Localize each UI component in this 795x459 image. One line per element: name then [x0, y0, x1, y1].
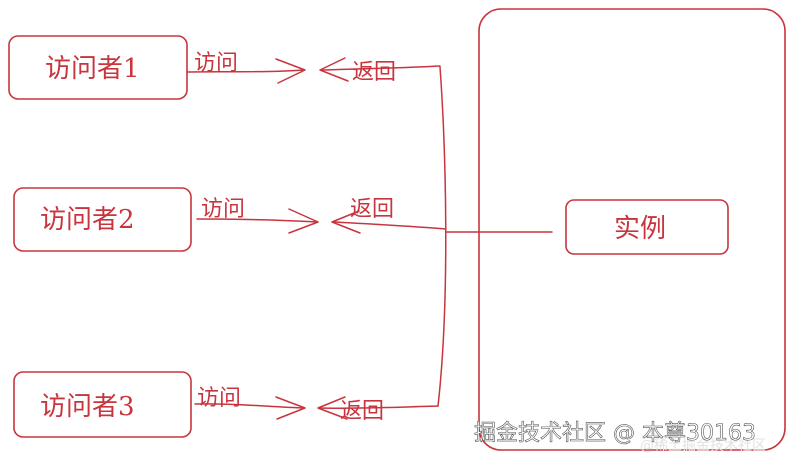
visitor-1-box	[8, 35, 188, 100]
visit-label-2: 访问	[201, 197, 245, 222]
visit-label-3: 访问	[197, 386, 241, 411]
instance-container	[478, 8, 786, 451]
return-arrow-1	[319, 57, 441, 82]
visitor-2-box	[13, 187, 192, 252]
return-label-1: 返回	[352, 60, 396, 85]
visit-arrow-1	[186, 58, 306, 84]
return-label-3: 返回	[340, 399, 384, 424]
visitor-2-label: 访问者2	[40, 205, 135, 235]
visitor-1-label: 访问者1	[45, 54, 140, 84]
visit-arrow-3	[194, 396, 306, 420]
return-label-2: 返回	[350, 197, 394, 222]
visit-label-1: 访问	[194, 51, 238, 76]
visitor-3-label: 访问者3	[40, 392, 135, 422]
watermark-main: 掘金技术社区 @ 本尊30163	[474, 421, 756, 446]
return-connector	[437, 66, 553, 407]
return-arrow-2	[331, 210, 447, 234]
return-arrow-3	[317, 396, 439, 420]
visitor-3-box	[13, 371, 192, 438]
visit-arrow-2	[196, 208, 319, 234]
instance-box	[565, 199, 729, 255]
watermark-faint: @稀土掘金技术社区	[640, 438, 766, 454]
instance-label: 实例	[614, 214, 666, 244]
